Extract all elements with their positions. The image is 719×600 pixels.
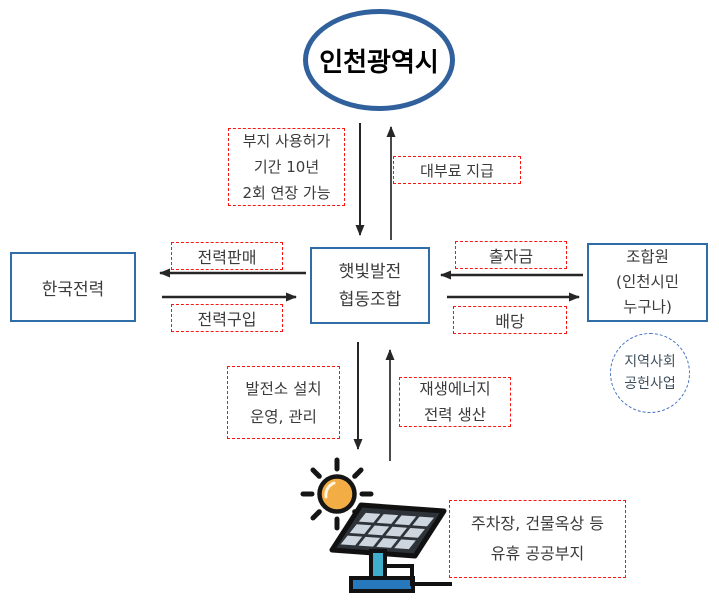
label-renewable-generation: 재생에너지 전력 생산 bbox=[399, 377, 511, 427]
sun-rays bbox=[300, 457, 374, 531]
kepco-node: 한국전력 bbox=[10, 252, 136, 322]
label-site-permit: 부지 사용허가 기간 10년 2회 연장 가능 bbox=[228, 128, 345, 206]
label-dividend: 배당 bbox=[453, 306, 567, 334]
city-node: 인천광역시 bbox=[303, 9, 455, 111]
sun-highlight bbox=[324, 481, 336, 499]
panel-wire bbox=[385, 564, 452, 586]
label-power-purchase: 전력구입 bbox=[171, 304, 283, 332]
label-rent-payment: 대부료 지급 bbox=[393, 156, 521, 184]
label-idle-land: 주차장, 건물옥상 등 유휴 공공부지 bbox=[449, 500, 626, 578]
solar-panel-face bbox=[329, 502, 447, 559]
community-project-circle: 지역사회 공헌사업 bbox=[610, 333, 690, 413]
solar-panel-cells bbox=[340, 512, 435, 550]
sun-and-solar-panel-icon bbox=[300, 457, 452, 593]
panel-base bbox=[349, 576, 415, 593]
coop-node: 햇빛발전 협동조합 bbox=[310, 247, 430, 324]
members-node: 조합원 (인천시민 누구나) bbox=[587, 243, 708, 322]
label-plant-operation: 발전소 설치 운영, 관리 bbox=[227, 366, 340, 439]
label-investment: 출자금 bbox=[455, 241, 567, 269]
label-power-sale: 전력판매 bbox=[171, 242, 283, 270]
